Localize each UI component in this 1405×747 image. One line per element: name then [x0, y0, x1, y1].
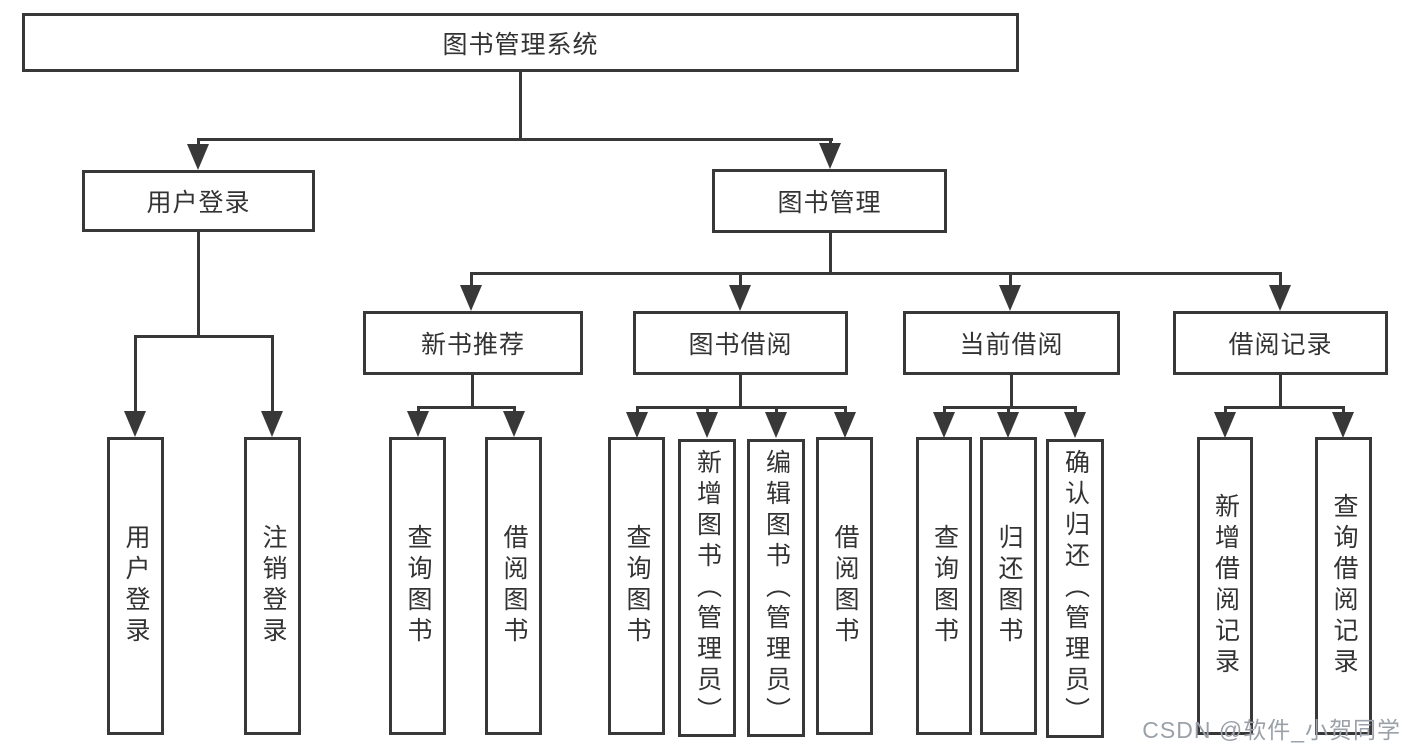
- connector-root-rail: [197, 138, 833, 141]
- csdn-watermark: CSDN @软件_小贺同学: [1142, 717, 1401, 743]
- leaf-bb-add-books-admin: 新增图书（管理员）: [678, 439, 736, 737]
- node-new-book-recommend: 新书推荐: [363, 311, 583, 375]
- connector-drop-bb-borrow: [844, 406, 847, 416]
- node-borrowing-records: 借阅记录: [1173, 311, 1388, 375]
- connector-drop-cb-query: [943, 406, 946, 416]
- leaf-logout: 注销登录: [244, 437, 301, 735]
- arrow-down-icon: [819, 143, 841, 169]
- connector-drop-bb-add: [706, 406, 709, 416]
- node-library-system: 图书管理系统: [22, 13, 1019, 72]
- arrow-down-icon: [933, 412, 955, 438]
- leaf-nbr-query-books-label: 查询图书: [404, 524, 432, 648]
- connector-nbr-stem: [471, 375, 474, 408]
- connector-drop-current-borrowing: [1009, 272, 1012, 289]
- node-current-borrowing-label: 当前借阅: [959, 331, 1064, 359]
- leaf-cb-query-books-label: 查询图书: [930, 524, 959, 648]
- leaf-bb-query-books: 查询图书: [608, 437, 665, 735]
- connector-drop-br-add: [1224, 406, 1227, 416]
- connector-bb-rail: [636, 406, 846, 409]
- leaf-bb-query-books-label: 查询图书: [623, 524, 651, 648]
- arrow-down-icon: [765, 412, 787, 438]
- node-book-borrowing-label: 图书借阅: [688, 331, 793, 359]
- leaf-bb-borrow-books: 借阅图书: [816, 437, 873, 735]
- arrow-down-icon: [997, 412, 1019, 438]
- connector-br-stem: [1279, 375, 1282, 408]
- arrow-down-icon: [834, 412, 856, 438]
- leaf-br-query-record-label: 查询借阅记录: [1330, 493, 1358, 679]
- connector-drop-leaf-logout: [271, 335, 274, 415]
- connector-drop-cb-confirm: [1074, 406, 1077, 416]
- arrow-down-icon: [187, 144, 209, 170]
- leaf-nbr-query-books: 查询图书: [389, 437, 446, 735]
- connector-drop-borrowing-records: [1279, 272, 1282, 289]
- node-new-book-recommend-label: 新书推荐: [420, 331, 525, 359]
- node-current-borrowing: 当前借阅: [903, 311, 1120, 375]
- arrow-down-icon: [503, 411, 525, 437]
- connector-user-login-stem: [197, 232, 200, 337]
- leaf-user-login: 用户登录: [107, 437, 164, 735]
- connector-book-mgmt-rail: [470, 272, 1281, 275]
- node-library-system-label: 图书管理系统: [442, 30, 599, 59]
- leaf-nbr-borrow-books-label: 借阅图书: [500, 524, 528, 648]
- arrow-down-icon: [696, 412, 718, 438]
- leaf-cb-confirm-return-admin-label: 确认归还（管理员）: [1061, 449, 1090, 728]
- node-user-login: 用户登录: [82, 170, 315, 232]
- leaf-cb-return-books-label: 归还图书: [995, 524, 1023, 648]
- connector-user-login-rail: [134, 335, 274, 338]
- connector-drop-bb-query: [636, 406, 639, 416]
- node-book-management: 图书管理: [712, 169, 947, 233]
- arrow-down-icon: [1269, 285, 1291, 311]
- leaf-br-add-record-label: 新增借阅记录: [1211, 493, 1240, 679]
- connector-book-mgmt-stem: [829, 233, 832, 274]
- connector-drop-br-query: [1342, 406, 1345, 416]
- leaf-br-add-record: 新增借阅记录: [1197, 437, 1253, 735]
- leaf-user-login-label: 用户登录: [122, 524, 150, 648]
- arrow-down-icon: [1214, 412, 1236, 438]
- arrow-down-icon: [1064, 412, 1086, 438]
- leaf-cb-return-books: 归还图书: [980, 437, 1037, 735]
- connector-drop-cb-return: [1007, 406, 1010, 416]
- connector-bb-stem: [739, 375, 742, 408]
- arrow-down-icon: [407, 411, 429, 437]
- connector-drop-bb-edit: [775, 406, 778, 416]
- leaf-bb-borrow-books-label: 借阅图书: [831, 524, 859, 648]
- arrow-down-icon: [460, 285, 482, 311]
- leaf-br-query-record: 查询借阅记录: [1315, 437, 1372, 735]
- connector-drop-leaf-user-login: [134, 335, 137, 415]
- arrow-down-icon: [626, 412, 648, 438]
- connector-drop-nbr-borrow: [513, 406, 516, 415]
- connector-root-stem: [519, 72, 522, 140]
- leaf-bb-edit-books-admin-label: 编辑图书（管理员）: [762, 448, 791, 728]
- arrow-down-icon: [729, 285, 751, 311]
- arrow-down-icon: [999, 285, 1021, 311]
- leaf-bb-add-books-admin-label: 新增图书（管理员）: [693, 448, 722, 728]
- leaf-cb-confirm-return-admin: 确认归还（管理员）: [1046, 439, 1104, 738]
- node-user-login-label: 用户登录: [146, 189, 251, 217]
- connector-drop-nbr-query: [417, 406, 420, 415]
- connector-cb-stem: [1010, 375, 1013, 408]
- connector-drop-book-borrowing: [739, 272, 742, 289]
- connector-br-rail: [1224, 406, 1344, 409]
- node-book-management-label: 图书管理: [777, 189, 882, 217]
- leaf-cb-query-books: 查询图书: [916, 437, 972, 735]
- node-book-borrowing: 图书借阅: [633, 311, 848, 375]
- leaf-bb-edit-books-admin: 编辑图书（管理员）: [747, 439, 805, 737]
- connector-drop-new-book-recommend: [470, 272, 473, 289]
- connector-nbr-rail: [417, 406, 515, 409]
- arrow-down-icon: [1332, 412, 1354, 438]
- arrow-down-icon: [124, 411, 146, 437]
- leaf-nbr-borrow-books: 借阅图书: [485, 437, 542, 735]
- node-borrowing-records-label: 借阅记录: [1228, 331, 1333, 359]
- arrow-down-icon: [261, 411, 283, 437]
- leaf-logout-label: 注销登录: [259, 524, 287, 648]
